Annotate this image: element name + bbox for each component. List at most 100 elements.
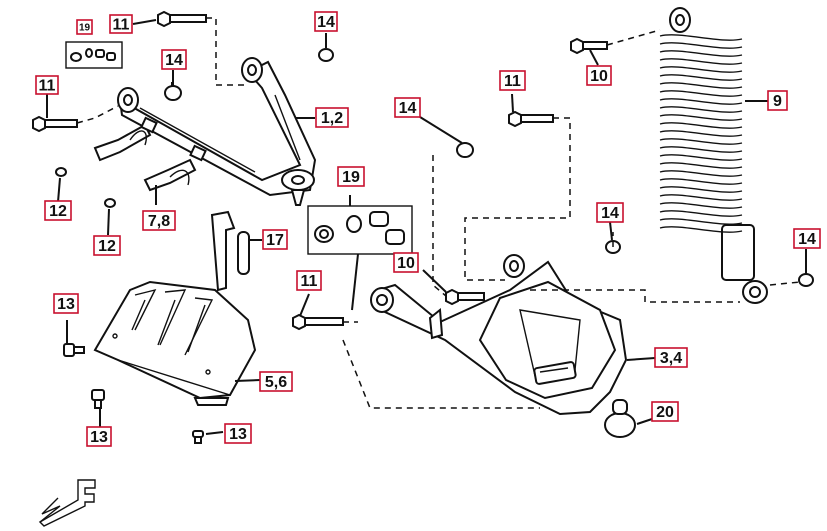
callout-number: 1,2 [321, 110, 343, 127]
callout-number: 13 [90, 429, 108, 446]
callout-number: 14 [399, 100, 417, 117]
callout-box [654, 347, 688, 368]
callout-box [651, 401, 679, 422]
callout-number: 10 [397, 255, 415, 272]
callout-number: 11 [113, 17, 130, 34]
callout-box [394, 97, 421, 118]
spring-coil [659, 178, 743, 185]
spring-coil [659, 34, 743, 41]
callout-number: 12 [49, 203, 67, 220]
callout-number: 10 [590, 68, 608, 85]
coil-over-shock [659, 7, 768, 304]
skid-plate [93, 280, 257, 406]
callout-box [499, 70, 526, 91]
spring-coil [659, 202, 743, 209]
callout-number: 14 [601, 205, 619, 222]
callout-box [314, 11, 338, 32]
callout-c5-6: 5,6 [259, 371, 293, 392]
callout-number: 3,4 [660, 350, 682, 367]
callout-box [596, 202, 624, 223]
callout-box [586, 65, 612, 86]
callout-c14-top: 14 [314, 11, 338, 32]
upper-control-arm [117, 57, 317, 206]
callout-c11-lower: 11 [296, 270, 322, 291]
spring-coil [659, 210, 743, 217]
spring-coil [659, 146, 743, 153]
spring-coil [659, 218, 743, 225]
callout-box [262, 229, 288, 250]
callout-box [93, 235, 121, 256]
callout-c14-mid: 14 [394, 97, 421, 118]
spring-coil [659, 90, 743, 97]
callout-c1-2: 1,2 [315, 107, 349, 128]
callout-box [109, 14, 133, 34]
ball-joint [604, 399, 636, 438]
callout-number: 14 [798, 231, 816, 248]
spring-coil [659, 138, 743, 145]
callout-c11-mid: 11 [499, 70, 526, 91]
skid-plate-bolts [63, 343, 204, 444]
leader-lines [46, 19, 807, 435]
callout-c17: 17 [262, 229, 288, 250]
callout-number: 11 [301, 273, 318, 290]
callout-box [161, 49, 187, 70]
callout-c14-right-b: 14 [793, 228, 821, 249]
callout-box [259, 371, 293, 392]
callout-box [86, 426, 112, 447]
callout-c20: 20 [651, 401, 679, 422]
callout-box [296, 270, 322, 291]
callout-box [35, 75, 59, 95]
callout-box [44, 200, 72, 221]
callout-c14-right-a: 14 [596, 202, 624, 223]
spring-coil [659, 186, 743, 193]
callout-box [793, 228, 821, 249]
callout-box [393, 252, 419, 273]
spring-coil [659, 162, 743, 169]
spring-coil [659, 98, 743, 105]
callout-number: 11 [504, 73, 521, 90]
callout-number: 5,6 [265, 374, 287, 391]
callout-number: 19 [79, 23, 91, 34]
callout-c3-4: 3,4 [654, 347, 688, 368]
bushing-kit-small [65, 41, 123, 69]
spring-coil [659, 226, 743, 233]
callout-number: 9 [773, 93, 782, 110]
callout-number: 13 [57, 296, 75, 313]
callout-number: 20 [656, 404, 674, 421]
spring-coil [659, 170, 743, 177]
spring-coil [659, 154, 743, 161]
callout-number: 11 [39, 78, 56, 95]
callout-c11-left: 11 [35, 75, 59, 95]
callout-box [76, 19, 93, 35]
callout-number: 17 [266, 232, 284, 249]
spring-coil [659, 82, 743, 89]
brake-line-brackets [93, 116, 207, 192]
callout-box [224, 423, 252, 444]
callout-c13-b: 13 [86, 426, 112, 447]
spring-coil [659, 42, 743, 49]
spring-coil [659, 194, 743, 201]
callout-box [142, 210, 176, 231]
spring-coil [659, 66, 743, 73]
callout-box [315, 107, 349, 128]
callout-box [53, 293, 79, 314]
callout-number: 12 [98, 238, 116, 255]
callout-c10-mid: 10 [393, 252, 419, 273]
callout-c19-small: 19 [76, 19, 93, 35]
callout-c10-top: 10 [586, 65, 612, 86]
spring-coil [659, 58, 743, 65]
callout-number: 13 [229, 426, 247, 443]
lower-bolts [292, 37, 814, 331]
spring-coil [659, 74, 743, 81]
spring-coil [659, 106, 743, 113]
callout-c14-upperarm: 14 [161, 49, 187, 70]
callout-c13-a: 13 [53, 293, 79, 314]
spring-coil [659, 114, 743, 121]
callout-c11-top: 11 [109, 14, 133, 34]
callout-c13-c: 13 [224, 423, 252, 444]
callout-number: 19 [342, 169, 360, 186]
callout-c12-a: 12 [44, 200, 72, 221]
